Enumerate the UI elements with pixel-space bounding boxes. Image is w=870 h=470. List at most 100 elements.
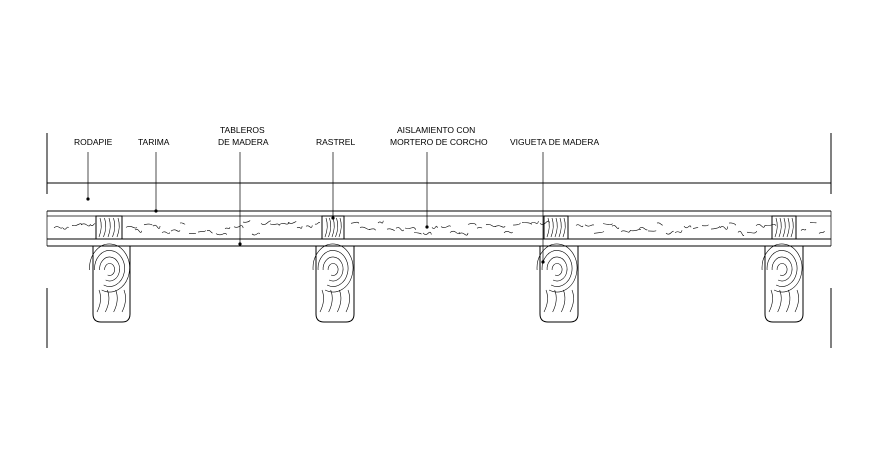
cork-squiggle: [440, 225, 451, 228]
joist-grain-line: [777, 289, 782, 313]
batten-grain: [554, 217, 558, 238]
label-rodapie: RODAPIE: [74, 137, 113, 147]
leader-lines: [86, 152, 545, 264]
cork-squiggle: [197, 230, 206, 233]
joist-grain-ring: [312, 243, 354, 293]
cork-squiggle: [350, 221, 360, 224]
cork-squiggle: [584, 224, 595, 227]
joist-grain-line: [561, 289, 566, 313]
cork-squiggle: [701, 224, 709, 227]
batten-grain: [562, 217, 566, 238]
joist-grain-line: [345, 289, 350, 313]
cork-squiggle: [656, 222, 663, 226]
cork-squiggle: [512, 222, 521, 226]
cork-squiggle: [485, 224, 496, 227]
joist-grain-line: [337, 289, 342, 313]
cork-squiggle: [278, 222, 290, 226]
cork-squiggle: [476, 227, 483, 229]
cork-squiggle: [620, 230, 631, 233]
joist-grain-ring: [551, 263, 563, 276]
vigueta-joist: [92, 246, 131, 323]
cork-squiggle: [494, 225, 506, 228]
cork-squiggle: [314, 221, 321, 225]
cork-squiggle: [233, 225, 244, 229]
cork-squiggle: [575, 224, 584, 228]
rastrel-batten: [543, 215, 569, 240]
cork-squiggle: [134, 228, 142, 233]
cork-squiggle: [665, 230, 674, 235]
label-aislamiento-line2: MORTERO DE CORCHO: [390, 137, 488, 147]
joist-grain-ring: [104, 263, 115, 276]
vigueta-joist: [764, 246, 804, 323]
joist-grain-ring: [541, 250, 573, 287]
cork-squiggle: [413, 232, 422, 235]
batten-grain: [324, 217, 328, 238]
batten-grain: [116, 217, 120, 238]
cork-squiggle: [71, 223, 83, 227]
batten-grain: [558, 217, 562, 238]
joist-grain-ring: [771, 256, 793, 282]
cork-squiggle: [251, 232, 261, 236]
joist-grain-line: [552, 289, 557, 313]
joist-grain-ring: [317, 250, 349, 287]
label-tableros-line2: DE MADERA: [218, 137, 269, 147]
cork-squiggle: [143, 223, 153, 226]
rastrel-batten: [95, 215, 123, 240]
cork-squiggle: [404, 227, 416, 230]
cork-squiggle: [737, 230, 745, 236]
cork-squiggle: [503, 230, 513, 234]
joist-grain-ring: [89, 243, 130, 293]
floor-layers: [46, 210, 832, 247]
cork-squiggle: [260, 220, 272, 225]
cork-squiggle: [206, 230, 213, 234]
joist-grain-line: [786, 289, 791, 313]
cork-squiggle: [764, 224, 777, 227]
label-rastrel: RASTREL: [316, 137, 355, 147]
cork-squiggle: [53, 226, 63, 229]
cork-squiggle: [179, 222, 186, 225]
cork-squiggle: [287, 221, 297, 224]
batten-grain: [774, 217, 778, 238]
batten-grain: [103, 217, 107, 238]
joist-grain-line: [328, 289, 333, 313]
joist-grain-ring: [99, 256, 120, 282]
batten-grain: [550, 217, 554, 238]
cork-squiggle: [215, 233, 228, 236]
cork-squiggle: [728, 222, 737, 226]
cork-squiggle: [431, 225, 438, 230]
cork-squiggle: [674, 230, 683, 233]
joist-grain-line: [113, 289, 118, 313]
cork-squiggle: [296, 226, 303, 229]
joist-grain-line: [543, 289, 548, 313]
batten-grain: [786, 217, 790, 238]
cork-squiggle: [89, 223, 96, 227]
batten-grain: [338, 217, 342, 238]
cork-squiggle: [602, 223, 613, 225]
labels: RODAPIE TARIMA TABLEROS DE MADERA RASTRE…: [74, 125, 599, 147]
joist-grain-ring: [761, 243, 803, 293]
cork-squiggle: [746, 230, 757, 234]
vigueta-joist: [539, 246, 579, 323]
joist-grain-ring: [322, 256, 344, 282]
cork-squiggle: [593, 231, 605, 234]
joist-grain-line: [319, 289, 324, 313]
joist-grain-line: [794, 289, 799, 313]
joist-grain-ring: [546, 256, 568, 282]
batten-grain: [107, 217, 111, 238]
cork-squiggle: [269, 223, 280, 226]
joist-grain-line: [105, 289, 110, 313]
cork-squiggle: [692, 227, 699, 229]
cork-squiggle: [62, 226, 69, 230]
joist-grain-ring: [327, 263, 339, 276]
joist-grain-line: [569, 289, 574, 313]
batten-grain: [790, 217, 794, 238]
joist-grain-ring: [94, 250, 125, 287]
cork-squiggle: [152, 224, 161, 229]
rastreles: [95, 215, 797, 240]
batten-grain: [782, 217, 786, 238]
cork-squiggle: [161, 231, 171, 234]
cork-squiggle: [377, 220, 384, 224]
cork-squiggle: [224, 227, 231, 229]
boundary-lines: [46, 133, 832, 348]
